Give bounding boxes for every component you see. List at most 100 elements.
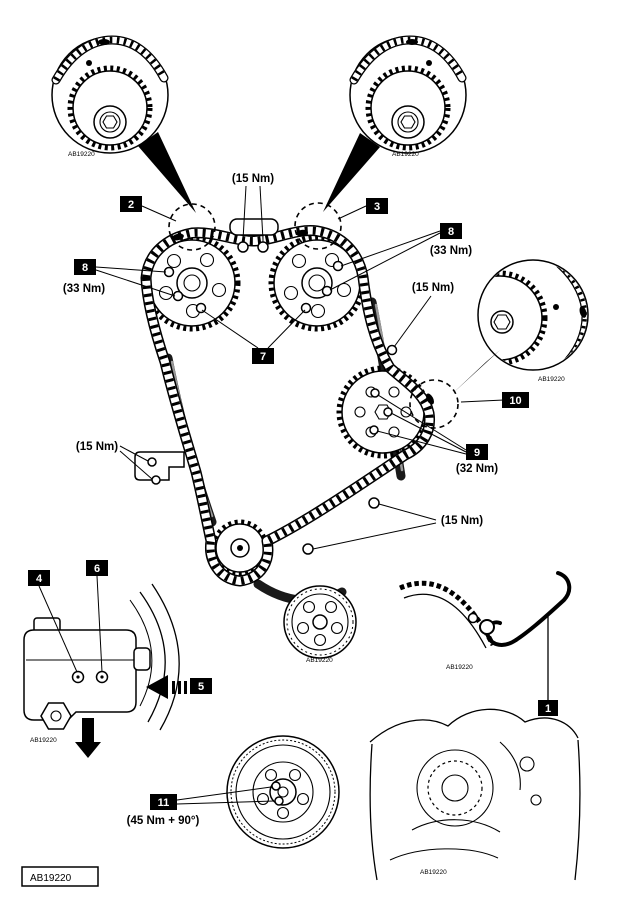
- ref-label: AB19220: [68, 151, 95, 158]
- inset-pointer: [138, 132, 196, 213]
- leader-line: [176, 786, 272, 801]
- leader-line: [337, 205, 367, 220]
- engine-view: AB19220: [369, 708, 581, 881]
- left-arrow: [146, 675, 168, 699]
- ref-box: [21, 866, 99, 887]
- callout-7: [252, 348, 274, 364]
- leader-line: [96, 575, 103, 673]
- callout-8-right: [440, 223, 462, 239]
- leader-line: [176, 800, 275, 805]
- hub-bolt: [300, 302, 312, 314]
- main-diagram: AB19220: [134, 202, 459, 664]
- tool-handle: [514, 571, 572, 642]
- crank-pulley: 11 (45 Nm + 90°): [127, 735, 340, 849]
- crank-pulley-small: [283, 585, 357, 659]
- ref-label: AB19220: [392, 151, 419, 158]
- down-arrow: [75, 718, 101, 758]
- engine-pulley: [416, 749, 494, 827]
- timing-link-mark-right: [296, 229, 308, 237]
- guide-pivot-bolt: [386, 344, 398, 356]
- pump-port: [133, 647, 151, 671]
- svg-text:10: 10: [509, 395, 521, 407]
- leader-line: [95, 266, 167, 273]
- svg-text:2: 2: [128, 199, 134, 211]
- hex-plug: [40, 702, 72, 730]
- swing-arc: [139, 591, 166, 723]
- ref-label: AB19220: [538, 376, 565, 383]
- callout-1: [538, 700, 558, 716]
- torque-guide-lower: (15 Nm): [441, 515, 483, 527]
- leader-line: [95, 269, 176, 297]
- ref-label: AB19220: [446, 664, 473, 671]
- sprocket-teeth: [479, 270, 548, 366]
- svg-text:8: 8: [82, 262, 88, 274]
- timing-link-mark: [98, 39, 110, 45]
- ref-label: AB19220: [30, 737, 57, 744]
- svg-text:11: 11: [158, 797, 170, 809]
- callouts: (15 Nm) 2 3 8 (33 Nm) 8 (33 Nm) 7 (15 Nm…: [63, 173, 529, 550]
- callout-5: [190, 678, 212, 694]
- timing-link-mark-pump: [426, 393, 434, 405]
- engine-contour: [369, 708, 579, 743]
- callout-9: [466, 444, 488, 460]
- swing-arc: [129, 599, 153, 707]
- sprocket-hub: [391, 105, 425, 139]
- leader-line: [312, 522, 437, 550]
- ring-gear-teeth: [399, 580, 496, 647]
- hex-bolt: [400, 115, 416, 129]
- crank-bolt: [274, 796, 284, 806]
- timing-mark-circle-left: [168, 203, 216, 251]
- inset-right: AB19220: [452, 259, 589, 394]
- svg-text:4: 4: [36, 573, 43, 585]
- hex-bolt: [374, 404, 392, 420]
- pump-bolt: [383, 407, 393, 417]
- leader-line: [393, 295, 432, 348]
- footer-ref: AB19220: [21, 866, 99, 887]
- crank-sprocket: [211, 519, 269, 577]
- callout-10: [502, 392, 529, 408]
- svg-text:9: 9: [474, 447, 480, 459]
- timing-dot: [553, 304, 559, 310]
- svg-text:3: 3: [374, 201, 380, 213]
- pulley-hub: [312, 614, 328, 630]
- callout-11: [150, 794, 177, 810]
- pump-assembly: AB19220 4 6 5: [23, 560, 212, 758]
- svg-text:6: 6: [94, 563, 100, 575]
- timing-mark-circle-right: [294, 202, 342, 250]
- guide-bolt: [257, 241, 269, 253]
- inset-pointer: [323, 133, 380, 212]
- leader-line: [141, 205, 177, 222]
- hex-bolt: [490, 310, 514, 334]
- tool-pin: [479, 619, 495, 635]
- callout-8-left: [74, 259, 96, 275]
- timing-link-mark: [579, 306, 587, 318]
- timing-dot: [86, 60, 92, 66]
- leader-line: [259, 185, 264, 241]
- tool-illustration: AB19220 1: [399, 571, 572, 716]
- svg-text:7: 7: [260, 351, 266, 363]
- bracket-bolt: [151, 475, 161, 485]
- sprocket-teeth: [365, 65, 451, 151]
- timing-link-mark: [406, 39, 418, 45]
- ref-label: AB19220: [30, 873, 72, 884]
- leader-line: [119, 450, 153, 480]
- leader-line: [377, 394, 467, 451]
- leader-line: [267, 309, 306, 349]
- ref-label: AB19220: [420, 869, 447, 876]
- guide-body: [229, 218, 279, 236]
- timing-link-mark-left: [172, 233, 184, 241]
- torque-guide-right: (15 Nm): [412, 282, 454, 294]
- hub: [176, 267, 208, 299]
- tool-pin: [467, 612, 479, 624]
- timing-mark-circle-pump: [409, 379, 459, 429]
- guide-bolt: [302, 543, 314, 555]
- svg-text:5: 5: [198, 681, 204, 693]
- leader-line: [201, 309, 259, 349]
- bracket-bolt: [147, 457, 157, 467]
- callout-4: [28, 570, 50, 586]
- pump-bolt: [370, 388, 380, 398]
- inset-pointer: [452, 350, 500, 394]
- torque-cam-right: (33 Nm): [430, 245, 472, 257]
